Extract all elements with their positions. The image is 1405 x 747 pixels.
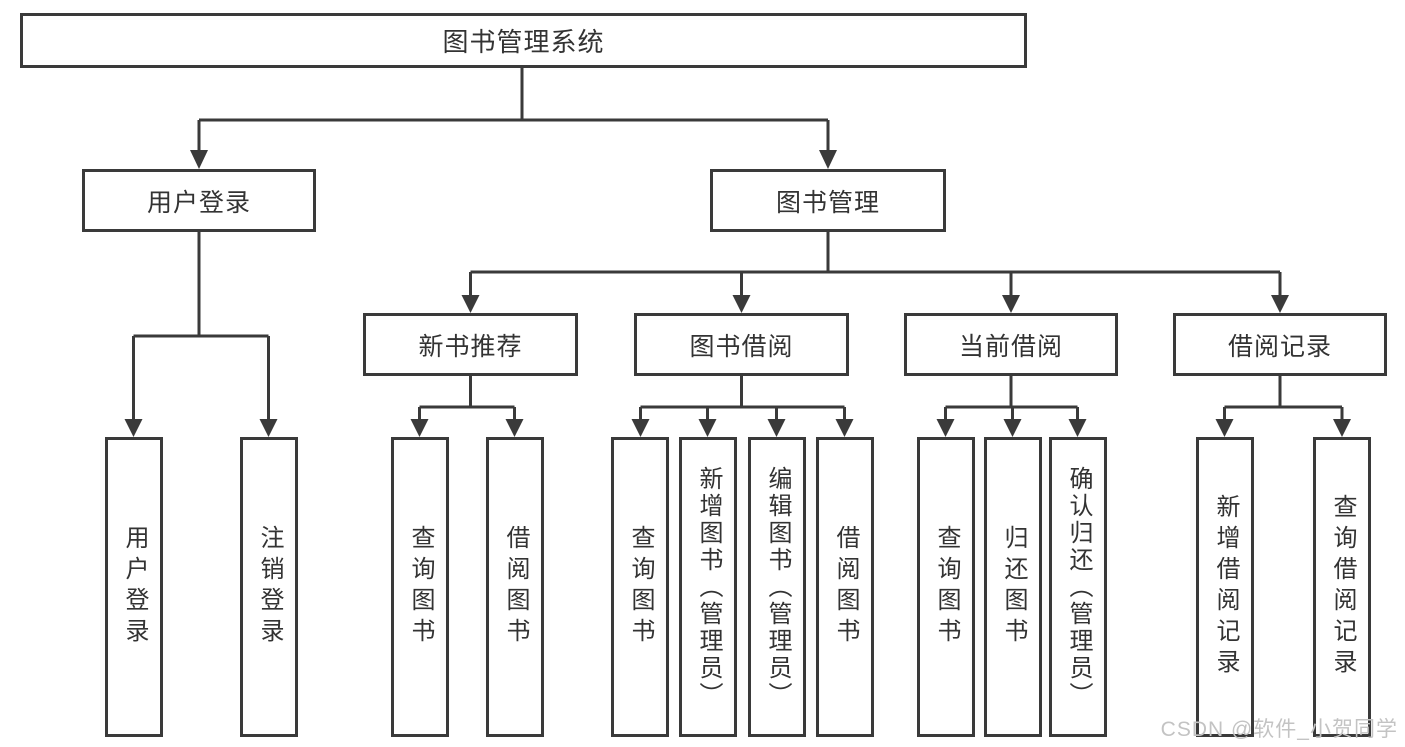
node-user-login: 用户登录	[82, 169, 316, 232]
connector-line	[197, 68, 830, 151]
node-root-label: 图书管理系统	[442, 27, 605, 57]
connector-line	[132, 232, 270, 420]
arrowhead-leaf-query-borrow-record	[1333, 419, 1351, 437]
node-root: 图书管理系统	[20, 13, 1027, 68]
node-book-borrow-label: 图书借阅	[689, 332, 794, 361]
connector-line	[418, 376, 516, 420]
node-borrow-record-label: 借阅记录	[1227, 332, 1332, 361]
node-leaf-query-borrow-record-label: 查询借阅记录	[1329, 494, 1356, 680]
node-borrow-record: 借阅记录	[1173, 313, 1387, 376]
node-leaf-confirm-return-admin-label: 确认归还（管理员）	[1065, 465, 1092, 709]
arrowhead-current-borrow	[1002, 295, 1020, 313]
arrowhead-new-book-recommend	[461, 295, 480, 313]
node-current-borrow: 当前借阅	[904, 313, 1118, 376]
arrowhead-leaf-add-borrow-record	[1215, 419, 1234, 437]
node-current-borrow-label: 当前借阅	[958, 332, 1063, 361]
arrowhead-leaf-logout	[259, 419, 278, 437]
arrowhead-leaf-add-book	[698, 419, 717, 437]
node-leaf-query-books-recommend-label: 查询图书	[407, 525, 434, 649]
arrowhead-borrow-record	[1271, 295, 1289, 313]
node-leaf-add-book-admin-label: 新增图书（管理员）	[695, 465, 722, 709]
arrowhead-leaf-edit-book	[767, 419, 786, 437]
arrowhead-user-login	[190, 150, 208, 169]
node-leaf-query-books-borrow-label: 查询图书	[627, 525, 654, 649]
connector-new-book-recommend-children	[410, 376, 524, 437]
arrowhead-leaf-query-books	[631, 419, 650, 437]
watermark: CSDN @软件_小贺同学	[1160, 718, 1398, 741]
node-user-login-label: 用户登录	[146, 188, 251, 217]
connector-line	[1223, 376, 1344, 420]
node-book-borrow: 图书借阅	[634, 313, 849, 376]
arrowhead-leaf-user-login	[124, 419, 143, 437]
node-leaf-borrow-books-label: 借阅图书	[832, 525, 859, 649]
node-leaf-query-books-current-label: 查询图书	[933, 525, 960, 649]
node-leaf-add-book-admin: 新增图书（管理员）	[679, 437, 737, 737]
arrowhead-leaf-borrow-books	[505, 419, 524, 437]
connector-book-management-children	[461, 232, 1289, 313]
connector-line	[639, 376, 846, 420]
arrowhead-book-management	[819, 150, 837, 169]
node-leaf-return-book-label: 归还图书	[1000, 525, 1027, 649]
node-leaf-confirm-return-admin: 确认归还（管理员）	[1049, 437, 1107, 737]
node-leaf-user-login: 用户登录	[105, 437, 163, 737]
connector-book-borrow-children	[631, 376, 854, 437]
node-leaf-add-borrow-record: 新增借阅记录	[1196, 437, 1254, 737]
node-leaf-user-login-label: 用户登录	[121, 525, 148, 649]
node-book-management-label: 图书管理	[775, 188, 880, 217]
node-leaf-edit-book-admin-label: 编辑图书（管理员）	[764, 465, 791, 709]
arrowhead-book-borrow	[732, 295, 751, 313]
arrowhead-leaf-query-books	[410, 419, 429, 437]
node-leaf-logout: 注销登录	[240, 437, 298, 737]
node-new-book-recommend-label: 新书推荐	[418, 332, 523, 361]
connector-root-to-level2	[190, 68, 837, 169]
arrowhead-leaf-query-books	[936, 419, 955, 437]
node-new-book-recommend: 新书推荐	[363, 313, 578, 376]
node-leaf-return-book: 归还图书	[984, 437, 1042, 737]
node-book-management: 图书管理	[710, 169, 946, 232]
node-leaf-borrow-books-recommend: 借阅图书	[486, 437, 544, 737]
node-leaf-query-books-current: 查询图书	[917, 437, 975, 737]
node-leaf-query-books-recommend: 查询图书	[391, 437, 449, 737]
connector-current-borrow-children	[936, 376, 1087, 437]
node-leaf-query-books-borrow: 查询图书	[611, 437, 669, 737]
node-leaf-query-borrow-record: 查询借阅记录	[1313, 437, 1371, 737]
node-leaf-borrow-books-recommend-label: 借阅图书	[502, 525, 529, 649]
arrowhead-leaf-return-book	[1003, 419, 1022, 437]
connector-user-login-children	[124, 232, 278, 437]
node-leaf-logout-label: 注销登录	[256, 525, 283, 649]
node-leaf-edit-book-admin: 编辑图书（管理员）	[748, 437, 806, 737]
arrowhead-leaf-borrow-books	[835, 419, 854, 437]
node-leaf-add-borrow-record-label: 新增借阅记录	[1212, 494, 1239, 680]
node-leaf-borrow-books: 借阅图书	[816, 437, 874, 737]
arrowhead-leaf-confirm-return	[1068, 419, 1087, 437]
connector-borrow-record-children	[1215, 376, 1351, 437]
connector-line	[944, 376, 1079, 420]
connector-line	[469, 232, 1282, 296]
